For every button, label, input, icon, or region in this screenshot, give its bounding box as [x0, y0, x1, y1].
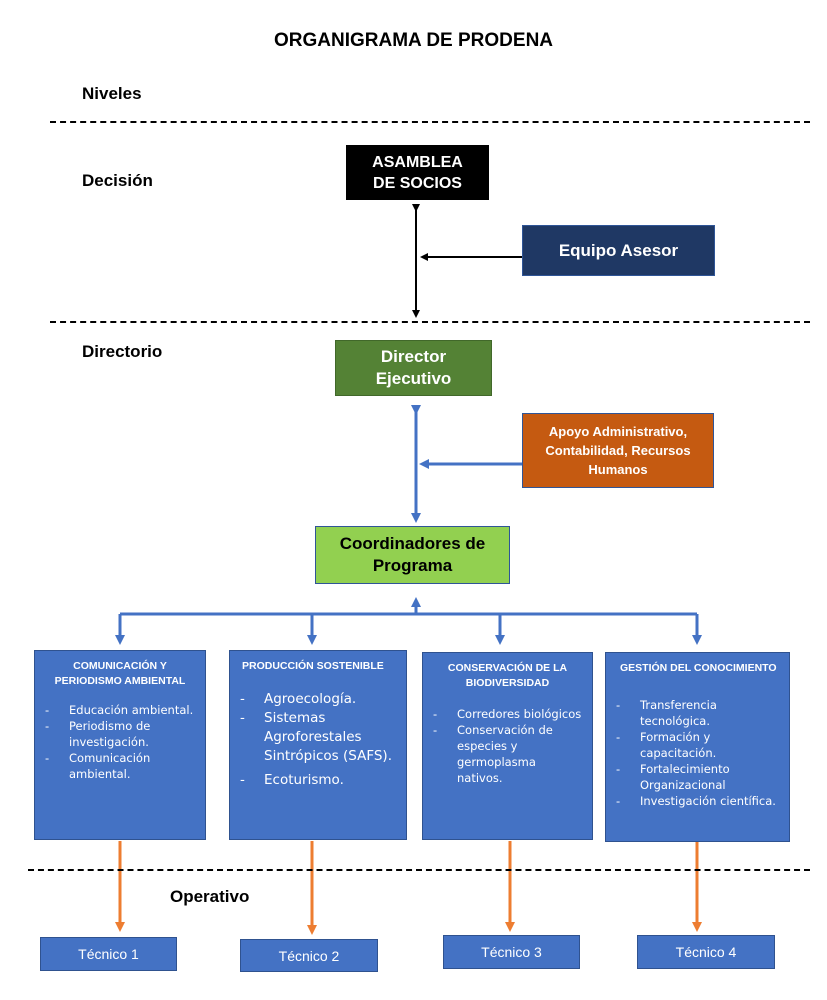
program-item: -Corredores biológicos: [433, 707, 582, 721]
director-ejecutivo-box: Director Ejecutivo: [335, 340, 492, 396]
program-items: -Transferencia tecnológica. -Formación y…: [616, 697, 783, 809]
program-item: -Investigación científica.: [616, 794, 776, 808]
asamblea-de-socios-box: ASAMBLEA DE SOCIOS: [346, 145, 489, 200]
program-item-text: Formación y capacitación.: [640, 730, 717, 760]
page-title: ORGANIGRAMA DE PRODENA: [273, 30, 554, 51]
program-item: -Fortalecimiento Organizacional: [616, 762, 730, 792]
level-operativo: Operativo: [170, 887, 250, 906]
equipo-asesor-box: Equipo Asesor: [522, 225, 715, 276]
program-comunicacion-box: COMUNICACIÓN Y PERIODISMO AMBIENTAL -Edu…: [34, 650, 206, 840]
program-title: PRODUCCIÓN SOSTENIBLE: [230, 659, 406, 674]
tecnico-1-label: Técnico 1: [78, 946, 139, 962]
program-title: GESTIÓN DEL CONOCIMIENTO: [606, 661, 789, 676]
program-item: -Agroecología.: [240, 691, 357, 707]
program-item: -Conservación de especies y germoplasma …: [433, 723, 553, 785]
program-title-line: COMUNICACIÓN Y: [73, 660, 167, 672]
asamblea-line-2: DE SOCIOS: [373, 174, 462, 192]
director-line-2: Ejecutivo: [375, 369, 452, 388]
program-gestion-box: GESTIÓN DEL CONOCIMIENTO -Transferencia …: [605, 652, 790, 842]
apoyo-line-3: Humanos: [588, 462, 648, 477]
program-item: -Formación y capacitación.: [616, 730, 717, 760]
program-item: -Educación ambiental.: [45, 703, 194, 717]
program-title-line: PERIODISMO AMBIENTAL: [54, 675, 186, 687]
program-title-line: PRODUCCIÓN SOSTENIBLE: [242, 660, 384, 672]
director-line-1: Director: [380, 347, 447, 366]
program-title-line: BIODIVERSIDAD: [465, 677, 550, 689]
program-item-text: Comunicación ambiental.: [69, 751, 151, 781]
program-item-text: Fortalecimiento Organizacional: [640, 762, 730, 792]
program-item-text: Transferencia tecnológica.: [640, 698, 717, 728]
program-item-text: Educación ambiental.: [69, 703, 194, 717]
tecnico-3-box: Técnico 3: [443, 935, 580, 969]
level-decision: Decisión: [82, 171, 153, 190]
program-items: -Corredores biológicos -Conservación de …: [433, 706, 582, 786]
program-item-text: Corredores biológicos: [457, 707, 582, 721]
program-item: -Ecoturismo.: [240, 772, 344, 788]
tecnico-2-box: Técnico 2: [240, 939, 378, 972]
level-directorio: Directorio: [82, 342, 163, 361]
apoyo-line-1: Apoyo Administrativo,: [548, 424, 688, 439]
tecnico-1-box: Técnico 1: [40, 937, 177, 971]
program-title-line: CONSERVACIÓN DE LA: [447, 662, 568, 674]
divider-middle: [50, 321, 810, 323]
asamblea-line-1: ASAMBLEA: [372, 153, 463, 171]
program-item: -Transferencia tecnológica.: [616, 698, 717, 728]
program-item-text: Investigación científica.: [640, 794, 776, 808]
program-items: -Educación ambiental. -Periodismo de inv…: [45, 702, 197, 782]
program-item-text: Periodismo de investigación.: [69, 719, 151, 749]
apoyo-administrativo-box: Apoyo Administrativo, Contabilidad, Recu…: [522, 413, 714, 488]
program-item: -Periodismo de investigación.: [45, 719, 151, 749]
program-conservacion-box: CONSERVACIÓN DE LA BIODIVERSIDAD -Corred…: [422, 652, 593, 840]
program-item-text: Agroecología.: [264, 691, 357, 707]
program-item-text: Sistemas Agroforestales Sintrópicos (SAF…: [264, 710, 392, 764]
coordinadores-line-2: Programa: [372, 556, 453, 575]
program-title: COMUNICACIÓN Y PERIODISMO AMBIENTAL: [35, 659, 205, 689]
program-items: -Agroecología. -Sistemas Agroforestales …: [240, 690, 400, 790]
coordinadores-de-programa-box: Coordinadores de Programa: [315, 526, 510, 584]
level-niveles: Niveles: [82, 84, 142, 103]
coordinadores-line-1: Coordinadores de: [339, 534, 486, 553]
divider-top: [50, 121, 810, 123]
program-item: -Sistemas Agroforestales Sintrópicos (SA…: [240, 710, 392, 764]
program-item: -Comunicación ambiental.: [45, 751, 151, 781]
program-title: CONSERVACIÓN DE LA BIODIVERSIDAD: [423, 661, 592, 691]
tecnico-2-label: Técnico 2: [278, 947, 340, 964]
equipo-asesor-label: Equipo Asesor: [558, 240, 679, 260]
program-item-text: Conservación de especies y germoplasma n…: [457, 723, 553, 785]
tecnico-4-box: Técnico 4: [637, 935, 775, 969]
tecnico-4-label: Técnico 4: [675, 944, 737, 960]
apoyo-line-2: Contabilidad, Recursos: [545, 443, 691, 458]
program-item-text: Ecoturismo.: [264, 772, 344, 788]
program-produccion-box: PRODUCCIÓN SOSTENIBLE -Agroecología. -Si…: [229, 650, 407, 840]
tecnico-3-label: Técnico 3: [481, 944, 542, 960]
program-title-line: GESTIÓN DEL CONOCIMIENTO: [620, 662, 777, 674]
divider-bottom: [28, 869, 810, 871]
